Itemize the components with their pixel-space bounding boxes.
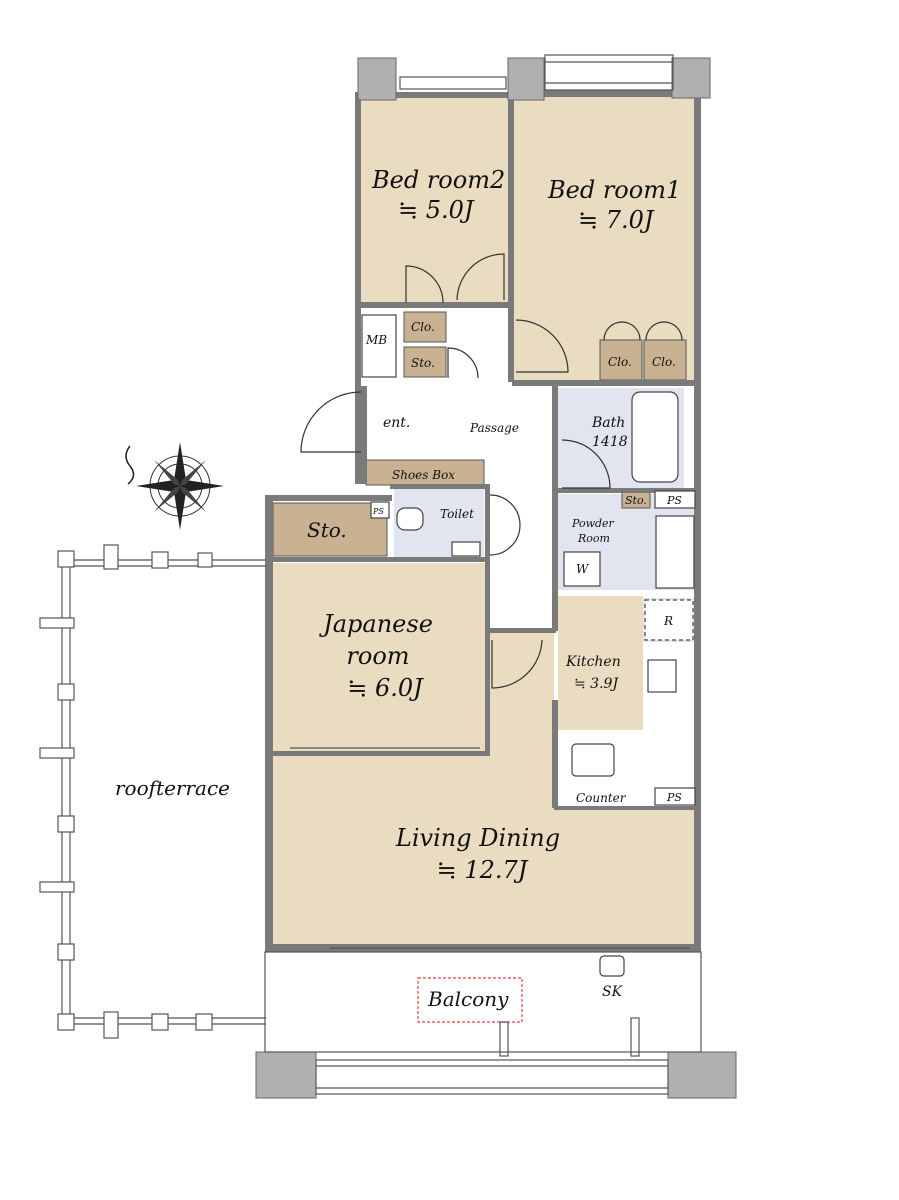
living-dining-name: Living Dining (395, 824, 560, 852)
bedroom2-door (405, 265, 444, 304)
bedroom1-size: ≒ 7.0J (578, 206, 655, 234)
sk-sink (599, 955, 625, 977)
storage-door (447, 347, 479, 379)
closet-label-2: Clo. (608, 355, 632, 369)
balcony (264, 951, 702, 1057)
mb-box (361, 314, 397, 378)
toilet-label: Toilet (440, 507, 474, 521)
entrance-door (300, 391, 362, 453)
doors (300, 253, 683, 689)
sk-label: SK (602, 984, 624, 1000)
kitchen-area (558, 596, 643, 730)
roof-terrace-fence (39, 544, 266, 1039)
bath-size: 1418 (592, 434, 628, 450)
column-bottom-left (255, 1051, 317, 1099)
japanese-room-area (273, 563, 485, 751)
closet-label-1: Clo. (411, 320, 435, 334)
toilet-door (489, 494, 521, 556)
column-top-mid (507, 57, 545, 101)
bedroom1-name: Bed room1 (547, 176, 681, 204)
bathtub (631, 391, 679, 483)
bedroom2-door-b (456, 253, 505, 301)
storage-fills (272, 311, 687, 557)
storage-small (403, 346, 447, 378)
ps-box-1 (654, 490, 696, 509)
compass-icon (125, 442, 224, 530)
column-bottom-right (667, 1051, 737, 1099)
bedroom2-size: ≒ 5.0J (398, 196, 475, 224)
storage-big (272, 502, 388, 557)
storage-label-bath: Sto. (625, 494, 647, 507)
closet-doors (603, 321, 683, 341)
powder-sink (655, 515, 695, 589)
powder-room-name-1: Powder (571, 517, 615, 530)
shoes-box (365, 459, 485, 486)
living-dining-size: ≒ 12.7J (437, 856, 529, 884)
fridge-box (644, 599, 694, 641)
balcony-outline (264, 951, 702, 1053)
living-door (491, 639, 543, 689)
balcony-label: Balcony (427, 987, 509, 1011)
japanese-room-name-2: room (346, 642, 409, 670)
closet-bedroom1-b (643, 339, 687, 381)
mb-label: MB (365, 333, 387, 347)
bath-name: Bath (591, 415, 625, 431)
stove (647, 659, 677, 693)
bedroom2-name: Bed room2 (371, 166, 505, 194)
bath-door (561, 439, 611, 489)
closet-bedroom2 (403, 311, 447, 343)
ps-label-3: PS (372, 507, 384, 516)
columns (255, 57, 737, 1099)
fixtures (361, 314, 696, 977)
kitchen-size: ≒ 3.9J (574, 676, 619, 692)
washing-machine (563, 551, 601, 587)
column-top-right (671, 57, 711, 99)
counter-label: Counter (576, 791, 627, 805)
balcony-label-box (417, 977, 523, 1023)
roof-terrace-label: roofterrace (115, 776, 230, 800)
closet-label-3: Clo. (652, 355, 676, 369)
shoes-box-label: Shoes Box (392, 468, 455, 482)
storage-label-big: Sto. (307, 518, 347, 542)
ps-label-2: PS (666, 791, 682, 804)
windows (290, 54, 690, 1095)
ps-box-2 (654, 787, 696, 806)
washer-label: W (576, 562, 590, 576)
fridge-label: R (663, 614, 673, 628)
passage-label: Passage (469, 421, 519, 435)
storage-label-small: Sto. (411, 356, 435, 370)
powder-room-name-2: Room (577, 532, 610, 545)
living-dining-area (273, 633, 695, 944)
column-top-left (357, 57, 397, 101)
ps-box-3 (370, 501, 390, 519)
toilet-sink (451, 541, 481, 557)
fixture-labels: Clo. Sto. Clo. Clo. MB ent. Passage Shoe… (115, 320, 682, 1011)
toilet-bowl (396, 507, 424, 531)
japanese-room-name-1: Japanese (318, 610, 433, 638)
bedroom2-area (360, 97, 508, 303)
entrance-label: ent. (383, 415, 410, 431)
bedroom1-door (515, 319, 569, 373)
kitchen-sink (571, 743, 615, 777)
ps-label-1: PS (666, 494, 682, 507)
room-labels: Bed room2 ≒ 5.0J Bed room1 ≒ 7.0J Japane… (318, 166, 681, 884)
kitchen-name: Kitchen (565, 654, 621, 670)
japanese-room-size: ≒ 6.0J (347, 674, 424, 702)
